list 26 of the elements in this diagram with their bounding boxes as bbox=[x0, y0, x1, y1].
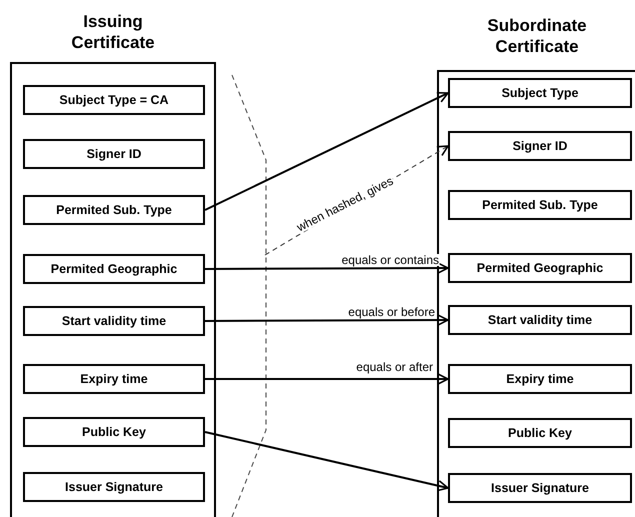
field-box: Subject Type = CA bbox=[23, 85, 205, 115]
field-box: Start validity time bbox=[23, 306, 205, 336]
field-box: Permited Geographic bbox=[23, 254, 205, 284]
field-box: Permited Geographic bbox=[448, 253, 632, 283]
field-box: Expiry time bbox=[448, 364, 632, 394]
field-box: Issuer Signature bbox=[23, 472, 205, 502]
field-box: Public Key bbox=[23, 417, 205, 447]
arrow bbox=[205, 262, 449, 274]
field-box: Subject Type bbox=[448, 78, 632, 108]
field-box: Start validity time bbox=[448, 305, 632, 335]
field-box: Public Key bbox=[448, 418, 632, 448]
edge-label: equals or contains bbox=[340, 254, 440, 266]
edge-label: equals or before bbox=[347, 306, 436, 318]
column-heading: Subordinate Certificate bbox=[486, 14, 588, 58]
field-box: Issuer Signature bbox=[448, 473, 632, 503]
field-box: Permited Sub. Type bbox=[448, 190, 632, 220]
edge-label: equals or after bbox=[355, 361, 434, 373]
column-heading: Issuing Certificate bbox=[70, 10, 156, 54]
field-box: Expiry time bbox=[23, 364, 205, 394]
arrow bbox=[204, 92, 449, 211]
arrow bbox=[204, 431, 449, 492]
arrow bbox=[205, 373, 449, 385]
field-box: Signer ID bbox=[448, 131, 632, 161]
arrow bbox=[205, 314, 449, 326]
field-box: Permited Sub. Type bbox=[23, 195, 205, 225]
field-box: Signer ID bbox=[23, 139, 205, 169]
